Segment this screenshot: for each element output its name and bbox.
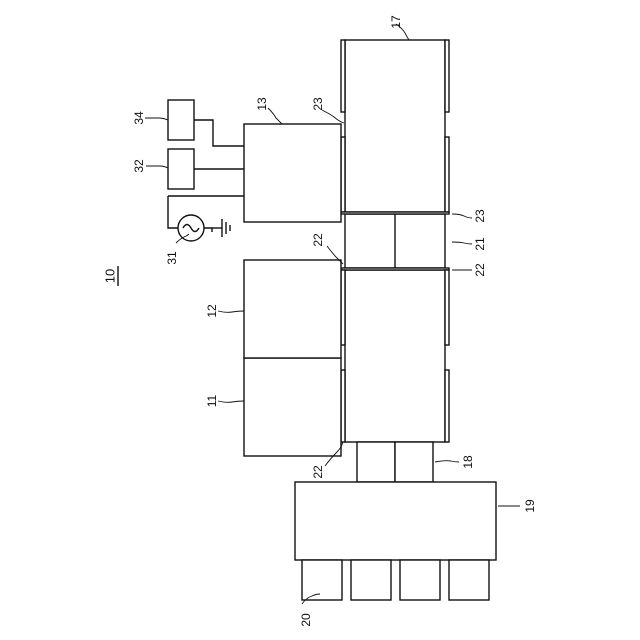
- block-34: [168, 100, 194, 140]
- shaft-18-right: [395, 442, 433, 482]
- block-20-1: [302, 560, 342, 600]
- label-34: 34: [132, 111, 146, 125]
- label-21: 21: [473, 237, 487, 251]
- label-13: 13: [255, 97, 269, 111]
- block-11: [244, 358, 341, 456]
- label-19: 19: [523, 499, 537, 513]
- ac-source-icon: [178, 215, 204, 241]
- figure-reference-numeral: 10: [103, 269, 118, 283]
- label-23-bottom: 23: [473, 209, 487, 223]
- label-22-upper: 22: [311, 233, 325, 247]
- block-32: [168, 149, 194, 189]
- block-12: [244, 260, 341, 358]
- label-12: 12: [205, 304, 219, 318]
- label-22-lower: 22: [311, 465, 325, 479]
- label-31: 31: [165, 251, 179, 265]
- label-20: 20: [299, 613, 313, 627]
- label-32: 32: [132, 159, 146, 173]
- label-11: 11: [205, 394, 219, 407]
- lower-body-block: [345, 270, 445, 442]
- label-17: 17: [389, 15, 403, 29]
- block-20-3: [400, 560, 440, 600]
- label-18: 18: [461, 455, 475, 469]
- block-13: [244, 124, 341, 222]
- shaft-18-left: [357, 442, 395, 482]
- label-23-top: 23: [311, 97, 325, 111]
- ground-icon: [212, 219, 230, 237]
- block-20-4: [449, 560, 489, 600]
- block-19: [295, 482, 496, 560]
- label-22-right: 22: [473, 263, 487, 277]
- block-17: [345, 40, 445, 212]
- block-20-2: [351, 560, 391, 600]
